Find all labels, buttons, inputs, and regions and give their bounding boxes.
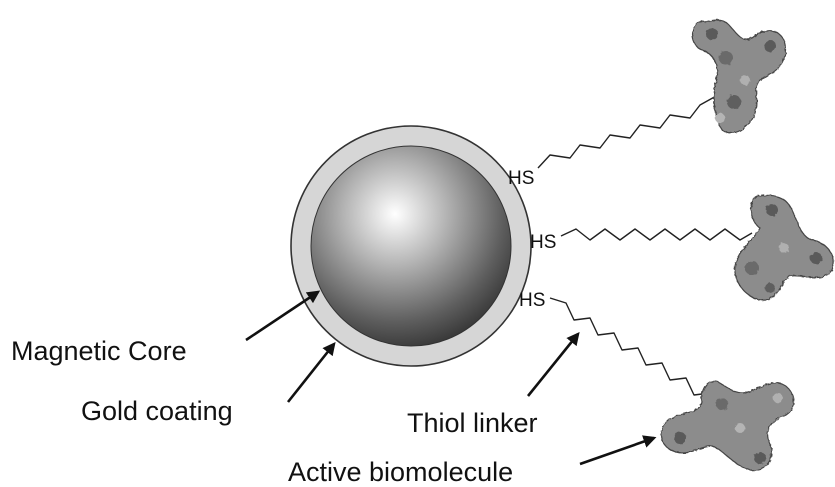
hs-label-top: HS bbox=[508, 168, 534, 189]
label-gold-coating: Gold coating bbox=[81, 396, 233, 426]
arrow-thiol-linker bbox=[526, 331, 580, 397]
thiol-linkers bbox=[537, 72, 753, 406]
label-active-biomolecule: Active biomolecule bbox=[288, 457, 513, 487]
thiol-chain-middle bbox=[560, 228, 753, 241]
label-thiol-linker: Thiol linker bbox=[407, 408, 538, 438]
diagram-labels: Magnetic Core Gold coating Thiol linker … bbox=[11, 336, 538, 487]
arrow-active-biomolecule bbox=[579, 435, 657, 466]
nanoparticle bbox=[290, 125, 532, 367]
arrow-magnetic-core bbox=[245, 290, 321, 342]
thiol-chain-bottom bbox=[549, 297, 719, 406]
magnetic-core-sphere bbox=[310, 145, 512, 347]
callout-arrows bbox=[245, 290, 657, 466]
label-magnetic-core: Magnetic Core bbox=[11, 336, 187, 366]
arrow-gold-coating bbox=[286, 341, 336, 403]
thiol-chain-top bbox=[537, 72, 719, 169]
antibody-icon bbox=[660, 380, 795, 471]
antibody-icon bbox=[692, 19, 787, 134]
biomolecules bbox=[660, 19, 835, 471]
thiol-groups: HS HS HS bbox=[508, 168, 556, 311]
antibody-icon bbox=[734, 194, 835, 301]
hs-label-bottom: HS bbox=[519, 290, 545, 311]
hs-label-middle: HS bbox=[530, 232, 556, 253]
